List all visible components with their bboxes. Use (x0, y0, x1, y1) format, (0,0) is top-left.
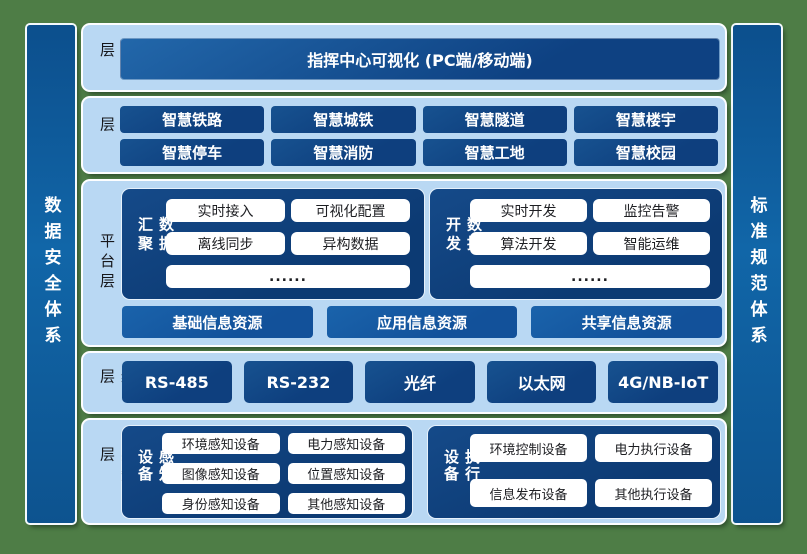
data-development-grid: 实时开发 监控告警 算法开发 智能运维 ...... (470, 199, 710, 288)
aggregation-item: 异构数据 (291, 232, 410, 255)
aggregation-item: 离线同步 (166, 232, 285, 255)
development-item: 监控告警 (593, 199, 710, 222)
resource-item: 共享信息资源 (531, 306, 722, 338)
standard-specification-system-bar: 标准规范体系 (733, 25, 781, 523)
sensing-device-item: 其他感知设备 (287, 493, 405, 514)
display-layer: 展示层 指挥中心可视化 (PC端/移动端) (83, 25, 725, 90)
development-item: 实时开发 (470, 199, 587, 222)
app-item: 智慧校园 (573, 139, 718, 166)
development-item: 算法开发 (470, 232, 587, 255)
app-item: 智慧隧道 (422, 106, 567, 133)
execution-device-item: 电力执行设备 (595, 434, 712, 462)
execution-device-item: 环境控制设备 (470, 434, 587, 462)
platform-layer-label: 平台层 (98, 233, 116, 293)
resource-item: 应用信息资源 (326, 306, 518, 338)
data-aggregation-panel: 数据汇聚 实时接入 可视化配置 离线同步 异构数据 ...... (122, 189, 424, 299)
data-development-panel: 数据开发 实时开发 监控告警 算法开发 智能运维 ...... (430, 189, 722, 299)
development-more-item: ...... (470, 265, 710, 288)
app-item: 智慧停车 (120, 139, 265, 166)
network-item: 光纤 (365, 361, 475, 403)
network-layer: 网络层 RS-485 RS-232 光纤 以太网 4G/NB-IoT (83, 353, 725, 412)
development-item: 智能运维 (593, 232, 710, 255)
data-security-system-label: 数据安全体系 (40, 196, 61, 352)
network-item: 以太网 (486, 361, 597, 403)
execution-devices-grid: 环境控制设备 电力执行设备 信息发布设备 其他执行设备 (470, 434, 712, 507)
data-aggregation-grid: 实时接入 可视化配置 离线同步 异构数据 ...... (166, 199, 410, 288)
app-item: 智慧工地 (422, 139, 567, 166)
network-item: RS-232 (243, 361, 354, 403)
network-item: RS-485 (122, 361, 232, 403)
app-item: 智慧铁路 (120, 106, 265, 133)
sensing-devices-grid: 环境感知设备 电力感知设备 图像感知设备 位置感知设备 身份感知设备 其他感知设… (162, 433, 405, 514)
app-item: 智慧消防 (271, 139, 416, 166)
sensing-device-item: 位置感知设备 (287, 463, 405, 484)
aggregation-more-item: ...... (166, 265, 410, 288)
sensing-device-item: 身份感知设备 (162, 493, 280, 514)
resource-item: 基础信息资源 (122, 306, 313, 338)
execution-device-item: 其他执行设备 (595, 479, 712, 507)
aggregation-item: 可视化配置 (291, 199, 410, 222)
app-item: 智慧城铁 (271, 106, 416, 133)
aggregation-item: 实时接入 (166, 199, 285, 222)
platform-layer: 平台层 数据汇聚 实时接入 可视化配置 离线同步 异构数据 ...... 数据开… (83, 181, 725, 345)
sensing-device-item: 电力感知设备 (287, 433, 405, 454)
application-items-grid: 智慧铁路 智慧城铁 智慧隧道 智慧楼宇 智慧停车 智慧消防 智慧工地 智慧校园 (120, 106, 718, 166)
application-layer: 应用层 智慧铁路 智慧城铁 智慧隧道 智慧楼宇 智慧停车 智慧消防 智慧工地 智… (83, 98, 725, 172)
perception-layer: 感知层 感知设备 环境感知设备 电力感知设备 图像感知设备 位置感知设备 身份感… (83, 420, 725, 523)
information-resources-row: 基础信息资源 应用信息资源 共享信息资源 (122, 306, 722, 338)
command-center-visualization-box: 指挥中心可视化 (PC端/移动端) (120, 38, 720, 80)
data-security-system-bar: 数据安全体系 (27, 25, 75, 523)
execution-devices-panel: 执行设备 环境控制设备 电力执行设备 信息发布设备 其他执行设备 (428, 426, 720, 518)
sensing-devices-panel: 感知设备 环境感知设备 电力感知设备 图像感知设备 位置感知设备 身份感知设备 … (122, 426, 412, 518)
standard-specification-system-label: 标准规范体系 (746, 196, 767, 352)
execution-device-item: 信息发布设备 (470, 479, 587, 507)
sensing-device-item: 环境感知设备 (162, 433, 280, 454)
network-items-grid: RS-485 RS-232 光纤 以太网 4G/NB-IoT (122, 361, 718, 403)
network-item: 4G/NB-IoT (608, 361, 718, 403)
sensing-device-item: 图像感知设备 (162, 463, 280, 484)
app-item: 智慧楼宇 (573, 106, 718, 133)
